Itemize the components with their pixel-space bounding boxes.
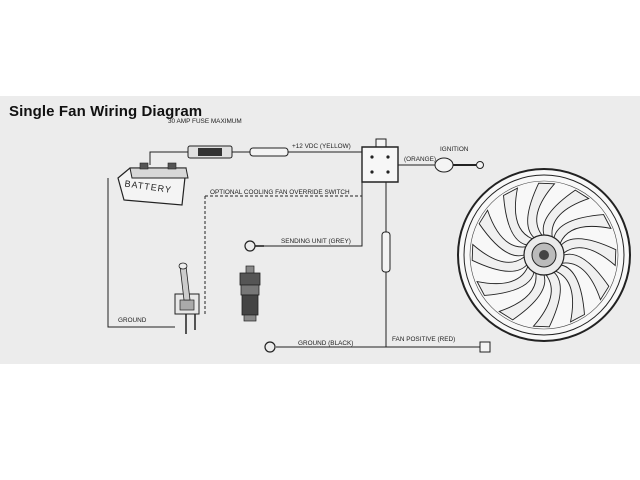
fan-blade xyxy=(532,271,561,328)
fan-positive-connector xyxy=(381,231,391,273)
sending-unit-ring-terminal xyxy=(244,240,256,252)
override-switch-wire xyxy=(204,180,363,316)
ground-switch-label: GROUND xyxy=(118,317,147,324)
cooling-fan xyxy=(457,168,631,342)
fan-blade xyxy=(560,238,617,267)
fan-blade xyxy=(527,182,556,239)
fan-blade xyxy=(542,189,590,238)
fuse-label: 30 AMP FUSE MAXIMUM xyxy=(168,118,242,125)
yellow-wire-connector xyxy=(249,147,289,157)
orange-wire-label: (ORANGE) xyxy=(404,156,436,163)
fan-blade xyxy=(554,264,585,323)
relay xyxy=(361,138,399,183)
fan-blades xyxy=(471,182,617,328)
fan-blade xyxy=(553,214,612,245)
battery-to-fuse-wire xyxy=(149,151,188,165)
sending-unit-wire xyxy=(264,180,363,247)
fuse xyxy=(187,145,233,159)
fan-blade xyxy=(561,253,610,301)
fan-blade xyxy=(478,209,527,257)
ground-black-label: GROUND (BLACK) xyxy=(298,340,353,347)
fan-blade xyxy=(471,243,528,272)
fan-blade xyxy=(498,272,546,321)
diagram-title: Single Fan Wiring Diagram xyxy=(9,103,203,120)
fan-blade xyxy=(476,265,535,296)
fan-plug xyxy=(479,341,491,353)
override-toggle-switch xyxy=(174,262,200,334)
ignition-label: IGNITION xyxy=(440,146,469,153)
sending-unit xyxy=(239,265,261,322)
sending-unit-label: SENDING UNIT (GREY) xyxy=(281,238,351,245)
fan-positive-label: FAN POSITIVE (RED) xyxy=(392,336,455,343)
ignition-key-icon xyxy=(434,157,484,173)
battery-ground-wire xyxy=(107,178,175,328)
ground-ring-terminal xyxy=(264,341,276,353)
battery: BATTERY xyxy=(117,162,189,206)
fan-blade xyxy=(503,187,534,246)
override-switch-label: OPTIONAL COOLING FAN OVERRIDE SWITCH xyxy=(210,189,350,196)
yellow-wire-label: +12 VDC (YELLOW) xyxy=(292,143,351,150)
